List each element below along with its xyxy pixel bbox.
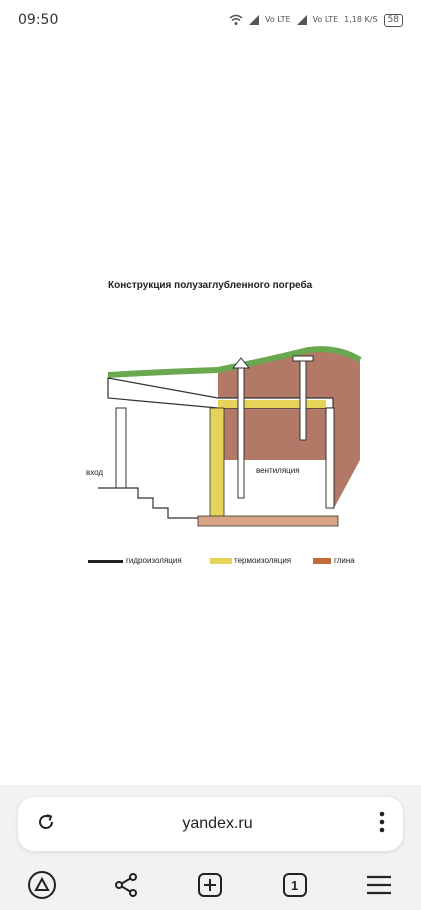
network-type-2: Vo LTE [312, 15, 339, 24]
legend-swatch-clay [313, 558, 331, 564]
grass-line [107, 346, 362, 378]
cellar-diagram: Конструкция полузаглубленного погреба [78, 280, 368, 580]
legend-label-thermal: термоизоляция [234, 556, 292, 565]
tabs-count: 1 [291, 877, 299, 893]
signal-icon [248, 15, 259, 25]
browser-nav-bar: 1 [0, 863, 421, 907]
reload-icon[interactable] [36, 812, 56, 836]
wifi-icon [229, 14, 243, 25]
network-speed: 1,18 K/S [344, 15, 378, 24]
legend-swatch-waterproof [88, 560, 123, 563]
vent-pipe-left [237, 365, 245, 499]
cellar-illustration [88, 346, 362, 564]
alice-icon [28, 871, 57, 899]
status-time: 09:50 [18, 12, 59, 28]
roof-insulation [218, 400, 326, 408]
label-ventilation: вентиляция [256, 466, 300, 475]
status-bar: 09:50 Vo LTE Vo LTE 1,18 K/S 58 [0, 0, 421, 40]
url-text[interactable]: yandex.ru [182, 815, 253, 832]
soil-layer [218, 349, 360, 510]
legend-swatch-thermal [210, 558, 232, 564]
plus-icon [198, 873, 223, 897]
vent-cap [292, 355, 314, 362]
share-button[interactable] [106, 865, 146, 905]
browser-bottom-panel: yandex.ru [0, 785, 421, 910]
label-entrance: вход [86, 468, 104, 477]
alice-button[interactable] [22, 865, 62, 905]
wall-right [325, 407, 335, 509]
vent-pipe-right [299, 359, 307, 441]
network-type-1: Vo LTE [264, 15, 291, 24]
more-menu-icon[interactable] [379, 811, 385, 837]
tabs-icon [282, 873, 307, 897]
menu-button[interactable] [359, 865, 399, 905]
hamburger-icon [366, 875, 391, 895]
share-icon [115, 873, 138, 897]
tabs-button[interactable]: 1 [275, 865, 315, 905]
address-bar[interactable]: yandex.ru [18, 797, 403, 851]
floor-slab [197, 515, 339, 527]
entrance-column [115, 407, 127, 489]
page-content: Конструкция полузаглубленного погреба [0, 40, 421, 785]
diagram-title: Конструкция полузаглубленного погреба [108, 280, 313, 291]
legend-label-clay: глина [334, 556, 355, 565]
new-tab-button[interactable] [190, 865, 230, 905]
vent-arrow-up [231, 357, 251, 369]
status-icons: Vo LTE Vo LTE 1,18 K/S 58 [229, 13, 403, 27]
wall-left [209, 407, 225, 519]
legend-label-waterproof: гидроизоляция [126, 556, 182, 565]
signal-icon-2 [296, 15, 307, 25]
entrance-steps [98, 487, 198, 519]
battery-indicator: 58 [383, 13, 403, 27]
